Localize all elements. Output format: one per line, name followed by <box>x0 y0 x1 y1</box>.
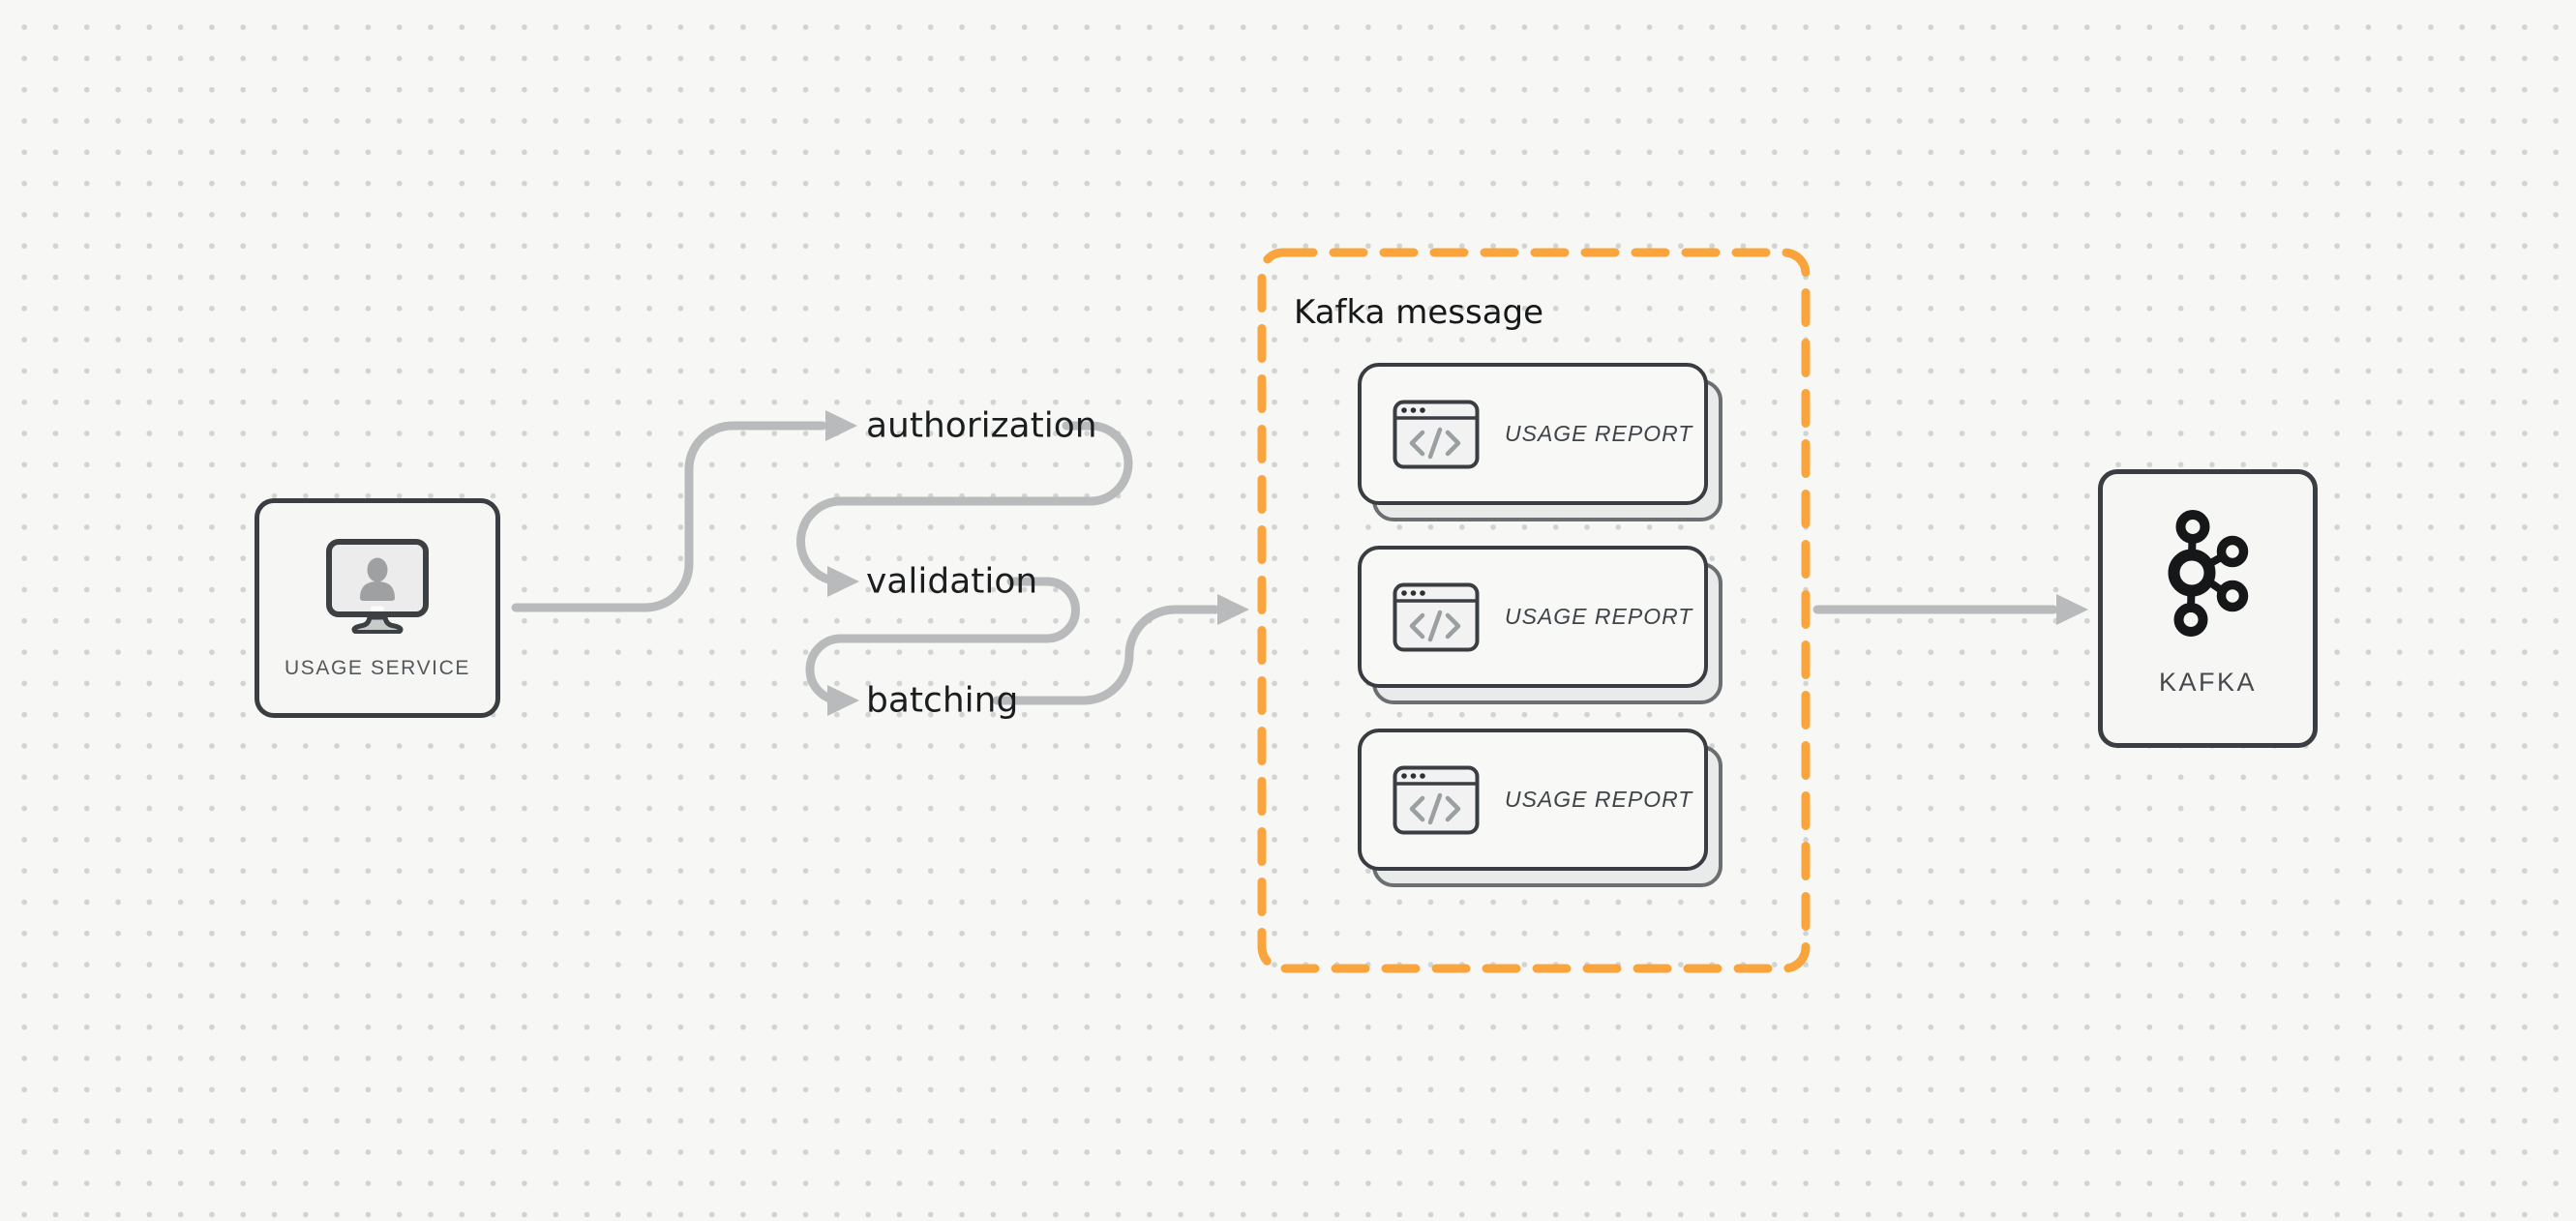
connector-batching-to-group <box>992 605 1220 705</box>
arrowhead-validation <box>827 566 859 597</box>
step-label-validation[interactable]: validation <box>866 561 1038 602</box>
usage-report-card[interactable]: USAGE REPORT <box>1358 363 1722 521</box>
connector-usage-to-authorization <box>511 421 827 612</box>
kafka-message-group-border[interactable] <box>1257 248 1811 973</box>
arrowhead-kafka-group <box>1217 594 1249 625</box>
kafka-label: KAFKA <box>2158 668 2258 697</box>
code-window-icon <box>1393 400 1480 468</box>
kafka-logo-icon <box>2168 510 2249 637</box>
usage-report-label: USAGE REPORT <box>1505 421 1693 446</box>
usage-report-label: USAGE REPORT <box>1505 787 1693 812</box>
arrowhead-batching <box>827 685 859 716</box>
usage-report-card[interactable]: USAGE REPORT <box>1358 546 1722 704</box>
usage-report-card[interactable]: USAGE REPORT <box>1358 729 1722 887</box>
arrowhead-authorization <box>825 410 857 441</box>
usage-report-label: USAGE REPORT <box>1505 604 1693 629</box>
usage-service-label: USAGE SERVICE <box>285 657 470 679</box>
step-label-batching[interactable]: batching <box>866 680 1019 721</box>
step-label-authorization[interactable]: authorization <box>866 405 1097 446</box>
monitor-user-icon <box>326 539 429 634</box>
usage-service-node[interactable]: USAGE SERVICE <box>255 498 500 718</box>
code-window-icon <box>1393 582 1480 651</box>
card-front: USAGE REPORT <box>1358 363 1708 505</box>
card-front: USAGE REPORT <box>1358 729 1708 871</box>
kafka-node[interactable]: KAFKA <box>2098 469 2318 748</box>
connector-validation-to-batching <box>805 577 1080 705</box>
arrowhead-kafka <box>2056 594 2088 625</box>
card-front: USAGE REPORT <box>1358 546 1708 688</box>
code-window-icon <box>1393 765 1480 834</box>
connector-authorization-to-validation <box>796 421 1133 586</box>
kafka-message-group-title: Kafka message <box>1294 293 1544 332</box>
